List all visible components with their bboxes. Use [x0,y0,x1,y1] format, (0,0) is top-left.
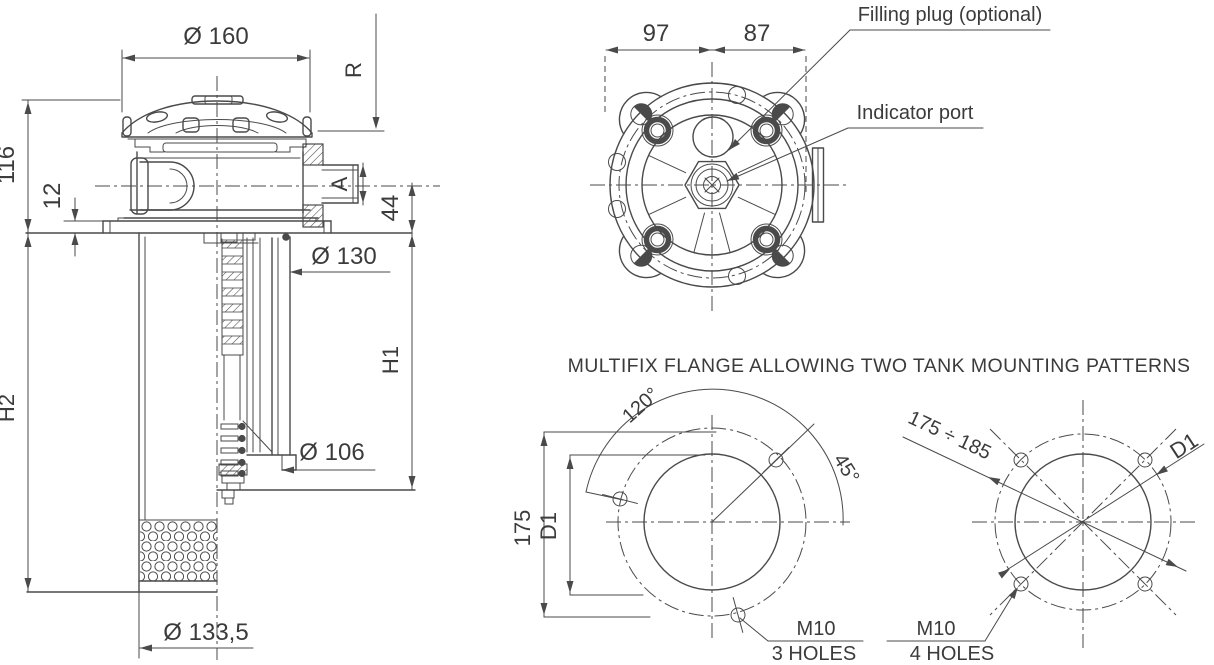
height-116-label: 116 [0,146,20,184]
bolt-circle-d1 [994,433,1172,611]
filter-element [26,232,218,659]
dim-port-size: A [327,162,367,206]
filling-plug-callout: Filling plug (optional) [726,4,1051,153]
tank-hole-diameter-label: Ø 130 [311,243,376,270]
port-axis-height-label: 44 [377,195,404,222]
bolt-circle-d1 [617,427,807,617]
three-hole-pattern: 120° 45° 175 D1 M10 3 HOLES [510,384,864,665]
bolt-hole [1137,576,1153,592]
dim-175-label: 175 [510,510,535,547]
indicator-port-label: Indicator port [857,102,974,124]
filling-plug [692,116,734,158]
dim-d1-three: D1 [536,454,706,596]
o-ring-seal [282,233,290,241]
indicator-port-callout: Indicator port [725,102,984,185]
dim-port-axis-height: 44 [377,182,416,234]
dim-h1: H1 [378,232,416,491]
h1-label: H1 [378,346,403,374]
bolt-hole [1013,576,1029,592]
holes-count-label: 3 HOLES [772,643,856,665]
inlet-port-boss [130,157,149,215]
dim-flange-thickness: 12 [39,183,105,257]
angle-120-label: 120° [618,384,663,428]
angle-45-label: 45° [829,450,864,487]
port-size-label: A [327,176,352,191]
filling-plug-label: Filling plug (optional) [858,4,1043,26]
removal-clearance-label: R [341,62,366,78]
indicator-hub [684,160,740,210]
bolt-hole [602,491,638,507]
thread-label: M10 [797,618,836,640]
screw-icon [641,223,674,256]
holes-count-label: 4 HOLES [910,643,994,665]
thread-label: M10 [917,618,956,640]
dim-cap-diameter: Ø 160 [121,23,311,113]
d1-label: D1 [1165,428,1202,464]
angle-arc-120 [585,388,844,526]
outlet-port-tab [811,147,825,223]
main-bore-circle [643,453,781,591]
dim-175: 175 [510,431,717,618]
bolt-hole [762,447,790,473]
cover-screws [641,114,783,256]
dim-offsets-97-87: 97 87 [605,20,806,54]
screw-icon [750,223,783,256]
filter-head-body [123,151,319,219]
offset-left-label: 97 [643,20,670,47]
flange-bolts [630,103,794,267]
mounting-flange [102,217,332,234]
side-section-view: Ø 160 R 116 12 A [0,13,440,660]
bolt-hole [730,597,746,633]
perforated-screen [140,521,217,581]
dim-removal-clearance: R [317,13,385,132]
bolt-hole [1137,452,1153,468]
dim-element-outer-diameter: Ø 133,5 [139,619,254,652]
bolt-circle-dashed [618,91,806,279]
filter-internals [203,232,416,505]
core-tube [242,236,291,456]
h2-label: H2 [0,394,19,422]
screw-icon [641,114,674,147]
cap-diameter-label: Ø 160 [183,23,248,50]
offset-right-label: 87 [744,20,771,47]
inlet-port-opening [139,161,195,211]
bolt-hole [1013,452,1029,468]
dim-d1-four: D1 [998,428,1205,579]
dim-tank-hole-diameter: Ø 130 [289,243,391,276]
filter-cap [121,95,313,153]
top-view: 97 87 [590,4,1051,312]
three-holes-callout: M10 3 HOLES [739,617,864,665]
d1-label: D1 [536,512,561,540]
bowl-bottom [216,454,416,505]
four-holes-callout: M10 4 HOLES [886,585,1021,665]
multifix-flange-outline [609,82,815,288]
outer-range-label: 175 ÷ 185 [905,407,995,464]
main-bore-circle [1014,453,1152,591]
dim-h2: H2 [0,232,32,593]
element-diameter-label: Ø 106 [299,439,364,466]
flange-thickness-label: 12 [39,183,66,210]
flange-open-holes [608,86,746,285]
screw-icon [750,114,783,147]
section-title: MULTIFIX FLANGE ALLOWING TWO TANK MOUNTI… [568,355,1191,377]
dim-height-116: 116 [0,99,121,234]
dim-element-diameter: Ø 106 [281,439,376,474]
element-outer-diameter-label: Ø 133,5 [163,619,248,646]
tie-rod [221,238,244,421]
cover-spokes [649,155,775,253]
four-hole-pattern: 175 ÷ 185 D1 M10 4 HOLES [886,400,1205,665]
